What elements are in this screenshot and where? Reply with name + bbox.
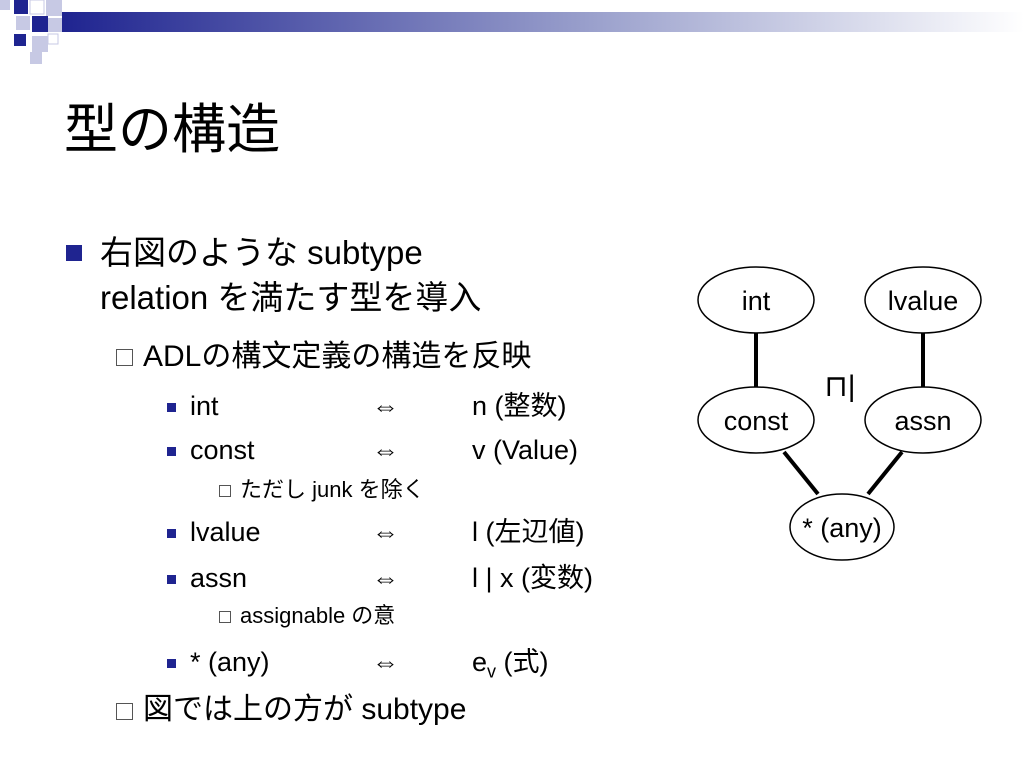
- row-right-assn: l | x (変数): [472, 563, 593, 593]
- expr-tail: (式): [496, 647, 549, 677]
- node-assn-label: assn: [894, 406, 951, 436]
- equivalence-icon: ⇔: [372, 391, 399, 421]
- node-assn: [864, 386, 982, 454]
- equivalence-icon: ⇔: [372, 647, 399, 677]
- node-lvalue: [864, 266, 982, 334]
- bullet-square-icon: [167, 403, 176, 412]
- bullet-square-icon: [167, 659, 176, 668]
- node-lvalue-label: lvalue: [888, 286, 959, 316]
- edge-assn-any: [866, 450, 904, 496]
- node-int: [697, 266, 815, 334]
- sub-bullet-adl: ADLの構文定義の構造を反映: [143, 340, 532, 373]
- edge-const-any: [782, 450, 820, 496]
- node-const-label: const: [724, 406, 789, 436]
- equivalence-icon: ⇔: [372, 517, 399, 547]
- node-any: [789, 493, 895, 561]
- row-right-int: n (整数): [472, 391, 567, 421]
- bullet1-line2: relation を満たす型を導入: [100, 279, 482, 316]
- bullet1-line1: 右図のような subtype: [100, 234, 423, 271]
- row-left-int: int: [190, 391, 219, 421]
- equivalence-icon: ⇔: [372, 435, 399, 465]
- hollow-square-icon: [116, 703, 133, 720]
- hollow-square-icon: [219, 485, 231, 497]
- expr-e: e: [472, 647, 488, 677]
- row-right-const: v (Value): [472, 435, 579, 465]
- slide-title: 型の構造: [64, 100, 280, 160]
- bullet-square-icon: [167, 529, 176, 538]
- sub-bullet-subtype: 図では上の方が subtype: [143, 693, 467, 726]
- row-right-lvalue: l (左辺値): [472, 517, 585, 547]
- row-left-lvalue: lvalue: [190, 517, 261, 547]
- hollow-square-icon: [219, 611, 231, 623]
- row-left-const: const: [190, 435, 255, 465]
- row-left-assn: assn: [190, 563, 248, 593]
- node-any-label: * (any): [802, 513, 882, 543]
- row-left-any: * (any): [190, 647, 270, 677]
- header-decoration: [0, 0, 1024, 64]
- node-const: [697, 386, 815, 454]
- row-right-any: ev (式): [472, 646, 549, 687]
- bullet-square-icon: [167, 447, 176, 456]
- node-int-label: int: [742, 286, 771, 316]
- hollow-square-icon: [116, 349, 133, 366]
- bullet-square-icon: [66, 245, 82, 261]
- note-const: ただし junk を除く: [240, 477, 425, 502]
- sqsubseteq-icon: ⊓|: [824, 370, 855, 403]
- equivalence-icon: ⇔: [372, 563, 399, 593]
- note-assn: assignable の意: [240, 603, 396, 628]
- expr-subscript-v: v: [487, 661, 497, 682]
- bullet-square-icon: [167, 575, 176, 584]
